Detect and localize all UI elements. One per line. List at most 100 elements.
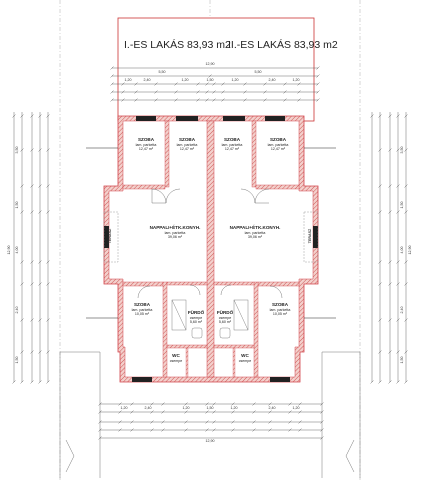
top-dimension-ticks (110, 66, 320, 102)
right-total-dimension: 12,90 (408, 245, 413, 255)
dimension-tick (174, 98, 178, 102)
dimension-tick (12, 114, 16, 118)
dimension-tick (46, 282, 50, 286)
dimension-tick (38, 282, 42, 286)
dimension-tick (154, 98, 158, 102)
dimension-tick (130, 420, 134, 424)
dimension-tick (30, 184, 34, 188)
dimension-tick (316, 82, 320, 86)
dimension-tick (288, 402, 292, 406)
dimension-tick (396, 282, 400, 286)
dimension-tick (388, 350, 392, 354)
bottom-seg-dimension: 2,40 (144, 406, 152, 410)
dimension-tick (20, 350, 24, 354)
terrace-label: TERASZ (308, 228, 313, 244)
dimension-tick (404, 318, 408, 322)
terrace-label: TERASZ (108, 228, 113, 244)
dimension-tick (150, 420, 154, 424)
dimension-tick (221, 82, 225, 86)
dimension-tick (118, 428, 122, 432)
dimension-tick (243, 82, 247, 86)
bottom-total-dimension: 12,90 (205, 439, 215, 443)
dimension-tick (30, 260, 34, 264)
dimension-tick (396, 380, 400, 384)
dimension-tick (316, 98, 320, 102)
dimension-tick (161, 410, 165, 414)
top-dimension-lines (112, 67, 318, 101)
dimension-tick (263, 90, 267, 94)
dimension-tick (130, 428, 134, 432)
dimension-tick (110, 74, 114, 78)
dimension-tick (298, 402, 302, 406)
dimension-tick (298, 428, 302, 432)
dimension-tick (205, 428, 209, 432)
left-vert-dimension: 4,00 (15, 246, 20, 254)
top-seg-dimension: 1,20 (181, 78, 189, 82)
dimension-tick (30, 380, 34, 384)
top-seg-dimension: 1,20 (124, 78, 132, 82)
title-box (117, 17, 315, 122)
dimension-tick (205, 90, 209, 94)
dimension-tick (46, 148, 50, 152)
dimension-tick (205, 410, 209, 414)
dimension-tick (263, 98, 267, 102)
dimension-tick (212, 410, 216, 414)
dimension-tick (184, 402, 188, 406)
dimension-tick (396, 148, 400, 152)
dimension-tick (134, 90, 138, 94)
dimension-tick (404, 148, 408, 152)
dimension-tick (388, 282, 392, 286)
dimension-tick (268, 420, 272, 424)
dimension-tick (283, 90, 287, 94)
dimension-tick (298, 410, 302, 414)
dimension-tick (288, 410, 292, 414)
dimension-tick (20, 282, 24, 286)
dimension-tick (46, 350, 50, 354)
dimension-tick (46, 210, 50, 214)
top-seg-dimension: 1,20 (231, 78, 239, 82)
dimension-tick (184, 428, 188, 432)
dimension-tick (252, 420, 256, 424)
dimension-tick (184, 410, 188, 414)
top-total-dimension: 12,90 (205, 62, 215, 66)
dimension-tick (404, 184, 408, 188)
dimension-tick (38, 148, 42, 152)
dimension-tick (396, 114, 400, 118)
dimension-tick (150, 428, 154, 432)
unit-2-title: II.-ES LAKÁS 83,93 m2 (228, 39, 338, 51)
dimension-tick (212, 90, 216, 94)
dimension-tick (196, 90, 200, 94)
bottom-dimension-lines (100, 403, 322, 439)
dimension-tick (208, 74, 212, 78)
dimension-tick (388, 184, 392, 188)
bottom-seg-dimension: 1,50 (206, 406, 214, 410)
top-dimension-b: 5,50 (254, 70, 262, 74)
dimension-tick (243, 98, 247, 102)
dimension-tick (205, 402, 209, 406)
bottom-seg-dimension: 1,20 (292, 406, 300, 410)
dimension-tick (130, 410, 134, 414)
dimension-tick (134, 82, 138, 86)
top-dimension-a: 5,50 (158, 70, 166, 74)
dimension-tick (46, 318, 50, 322)
site-outline (59, 351, 361, 478)
dimension-tick (370, 380, 374, 384)
dimension-tick (20, 318, 24, 322)
dimension-tick (38, 184, 42, 188)
left-vert-dimension: 1,50 (15, 356, 20, 364)
dimension-tick (161, 428, 165, 432)
dimension-tick (20, 114, 24, 118)
top-seg-dimension: 2,40 (268, 78, 276, 82)
dimension-tick (154, 90, 158, 94)
dimension-tick (212, 428, 216, 432)
right-vert-dimension: 2,40 (400, 306, 405, 314)
dimension-tick (396, 210, 400, 214)
dimension-tick (118, 410, 122, 414)
dimension-tick (404, 210, 408, 214)
dimension-tick (370, 114, 374, 118)
dimension-tick (231, 402, 235, 406)
